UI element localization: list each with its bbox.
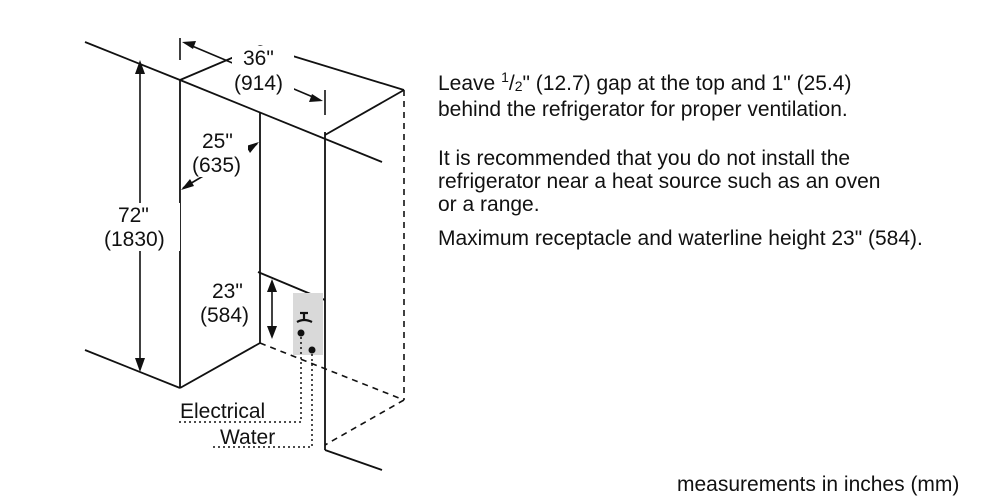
heat-source-note: It is recommended that you do not instal… [438, 147, 881, 216]
units-footnote: measurements in inches (mm) [677, 473, 960, 496]
outlet-mm-label: (584) [200, 304, 249, 327]
width-arrow-right-icon [309, 94, 323, 102]
electrical-label: Electrical [180, 400, 265, 423]
ventilation-note: Leave 1/2" (12.7) gap at the top and 1" … [438, 69, 852, 121]
depth-inches-label: 25" [202, 130, 233, 153]
dashed-floor-right [324, 399, 405, 446]
depth-mm-label: (635) [192, 154, 241, 177]
max-height-note: Maximum receptacle and waterline height … [438, 227, 923, 250]
outlet-arrow-bottom-icon [267, 326, 277, 339]
water-leader [213, 354, 313, 448]
electrical-leader [178, 337, 302, 423]
depth-arrow-right-icon [246, 142, 259, 153]
height-arrow-top-icon [135, 60, 145, 74]
height-inches-label: 72" [118, 204, 149, 227]
outlet-receptacle-icon [297, 329, 305, 337]
outlet-inches-label: 23" [212, 280, 243, 303]
water-supply-icon [308, 346, 316, 354]
fraction-denominator: 2 [514, 78, 523, 94]
width-inches-label: 36" [243, 47, 274, 70]
width-mm-label: (914) [234, 72, 283, 95]
dashed-floor-back [259, 342, 405, 401]
height-mm-label: (1830) [104, 228, 165, 251]
depth-arrow-left-icon [181, 179, 194, 190]
fraction-numerator: 1 [501, 69, 509, 85]
top-right-edge [324, 89, 405, 136]
water-valve-icon [296, 311, 313, 323]
water-label: Water [220, 426, 275, 449]
floor-front-edge [324, 449, 383, 471]
left-wall-bottom-edge [84, 349, 181, 389]
top-front-edge [179, 79, 383, 163]
outlet-arrow-top-icon [267, 279, 277, 292]
left-wall-top-edge [84, 41, 181, 81]
outlet-zone [293, 293, 323, 355]
width-arrow-left-icon [182, 41, 196, 49]
height-arrow-bottom-icon [135, 358, 145, 372]
floor-left-edge [179, 342, 261, 389]
